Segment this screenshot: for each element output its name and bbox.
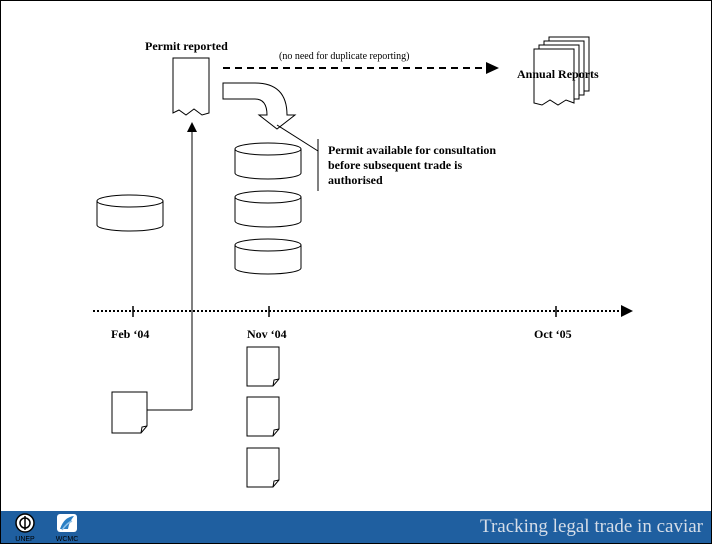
permit-document-icon: [111, 391, 148, 434]
database-left-icon: [96, 194, 164, 232]
nov04-document-3-icon: [246, 447, 280, 488]
annual-reports-label: Annual Reports: [517, 67, 599, 81]
permit-reported-document-icon: [172, 57, 210, 116]
nov04-document-2-icon: [246, 396, 280, 437]
database-3-icon: [234, 238, 302, 275]
database-2-icon: [234, 190, 302, 228]
footer-title: Tracking legal trade in caviar: [480, 516, 703, 537]
permit-available-note: Permit available for consultation before…: [328, 143, 497, 187]
diagram-canvas: [93, 36, 633, 488]
annual-reports-stack-icon: [533, 36, 590, 106]
footer-bar: UNEP WCMC Tracking legal trade in caviar: [1, 511, 711, 543]
nov04-document-1-icon: [246, 346, 280, 387]
database-1-icon: [234, 142, 302, 180]
dashed-arrow-head: [486, 62, 499, 74]
unep-logo-icon: UNEP: [3, 512, 47, 543]
wcmc-logo-text: WCMC: [55, 536, 79, 543]
unep-logo-text: UNEP: [15, 536, 35, 543]
timeline-label-nov04: Nov ‘04: [247, 327, 287, 341]
curved-arrow-to-database: [222, 82, 297, 130]
timeline-arrowhead: [621, 305, 633, 317]
timeline-label-feb04: Feb ‘04: [111, 327, 150, 341]
permit-reported-label: Permit reported: [145, 39, 228, 53]
no-duplicate-reporting-label: (no need for duplicate reporting): [279, 51, 410, 62]
timeline-label-oct05: Oct ‘05: [534, 327, 572, 341]
wcmc-logo-icon: WCMC: [45, 512, 89, 543]
callout-leader-line: [276, 124, 319, 152]
